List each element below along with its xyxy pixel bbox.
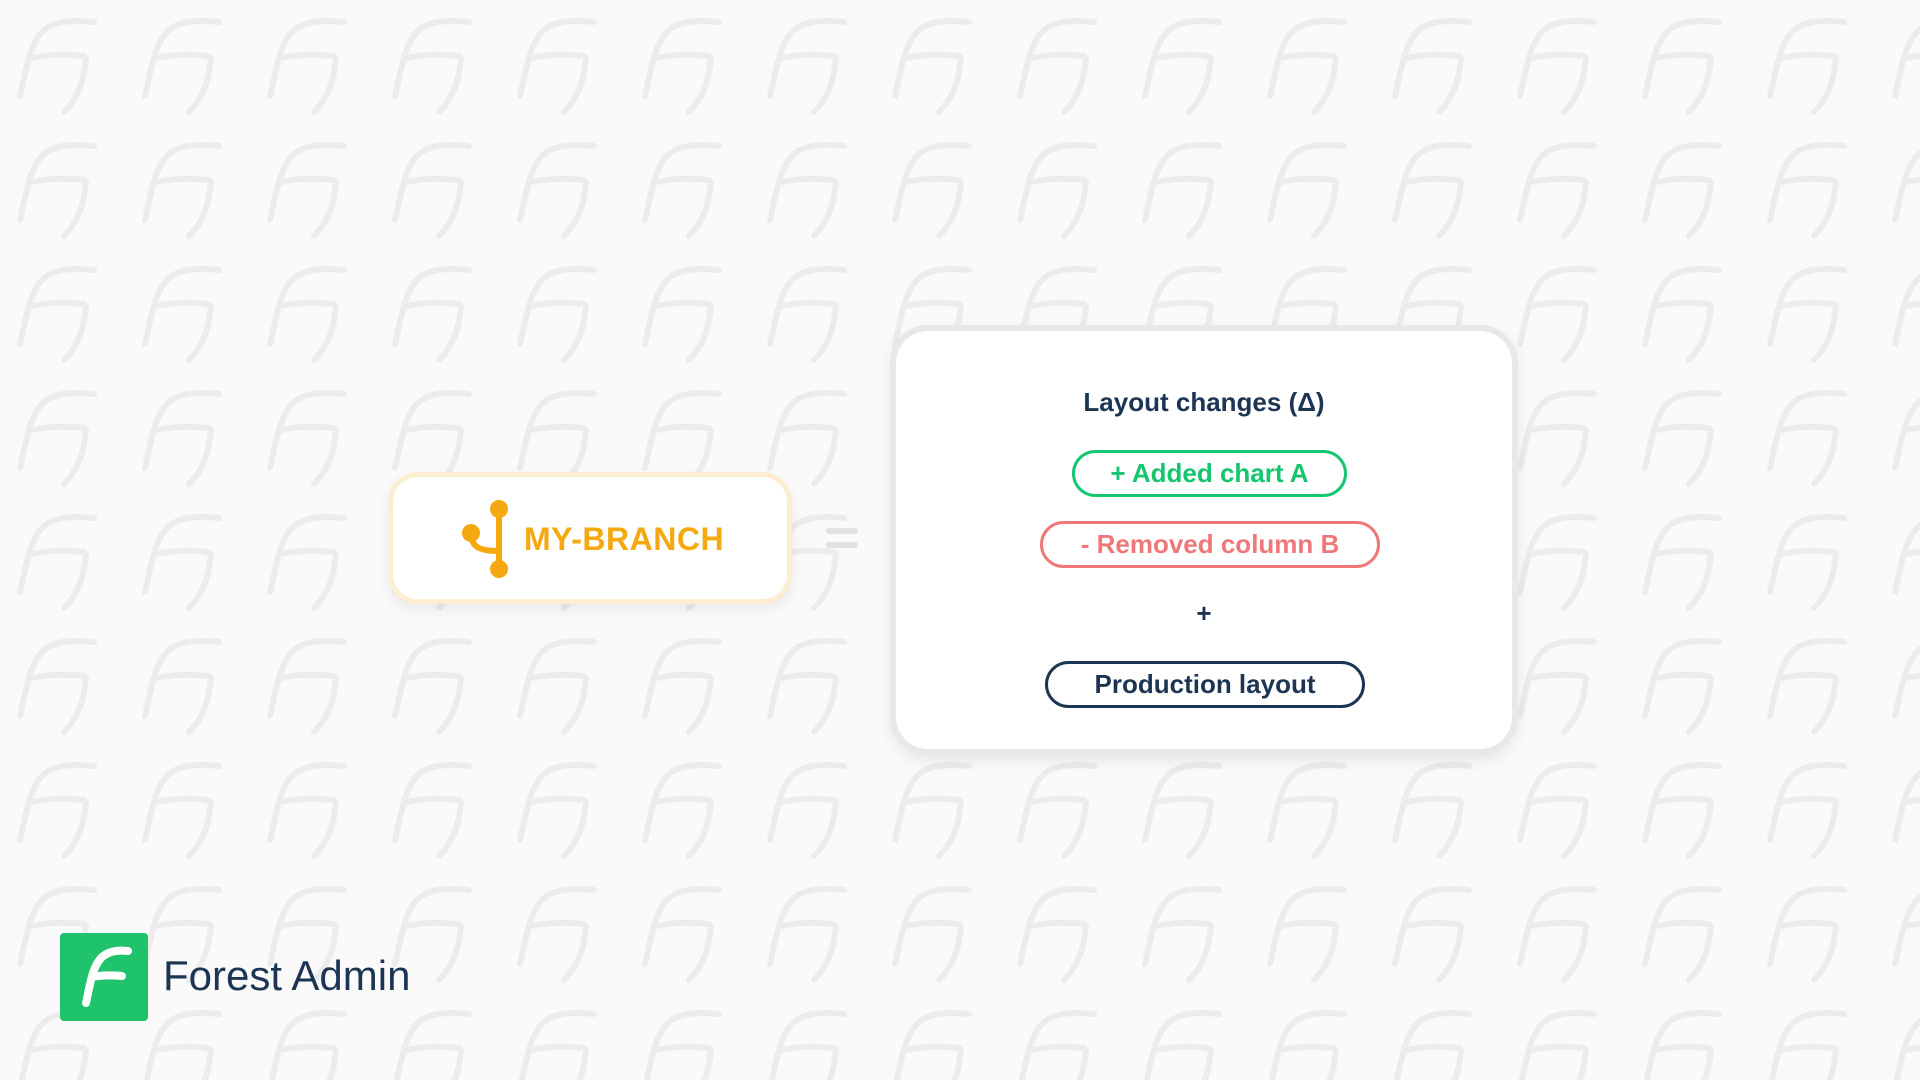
- forest-logo-icon: [82, 946, 132, 1007]
- branch-card[interactable]: MY-BRANCH: [388, 472, 792, 604]
- git-branch-icon: [462, 500, 508, 578]
- production-layout-badge: Production layout: [1045, 661, 1365, 708]
- equals-icon: [826, 528, 858, 550]
- added-chart-badge: + Added chart A: [1072, 450, 1347, 497]
- branch-name: MY-BRANCH: [524, 521, 725, 557]
- changes-title: Layout changes (Δ): [1083, 387, 1325, 417]
- brand-name: Forest Admin: [163, 952, 411, 999]
- layout-changes-card: Layout changes (Δ) + Added chart A - Rem…: [890, 325, 1518, 755]
- plus-sign: +: [1196, 598, 1212, 628]
- forest-admin-logo: [60, 933, 148, 1021]
- removed-column-badge: - Removed column B: [1040, 521, 1380, 568]
